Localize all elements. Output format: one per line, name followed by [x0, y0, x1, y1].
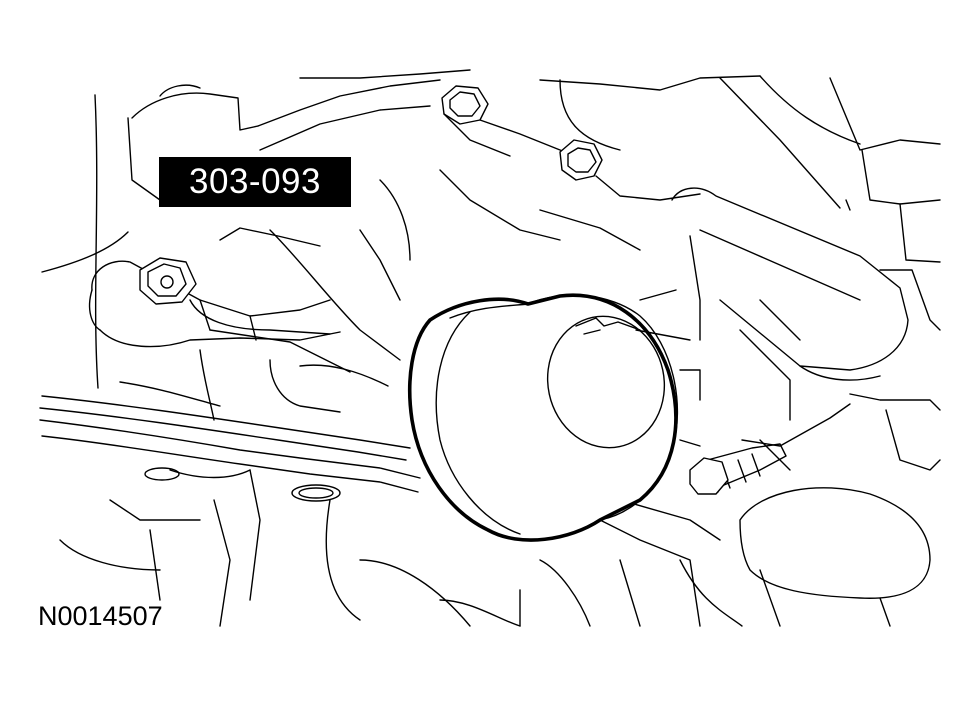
mounting-holes: [144, 467, 341, 502]
detail-lines: [359, 169, 701, 627]
tool-cylinder-icon: [407, 293, 679, 542]
upper-right-housing: [671, 187, 941, 471]
figure-id: N0014507: [38, 601, 163, 631]
tool-number-callout: 303-093: [159, 157, 351, 207]
fitting-hose: [689, 443, 931, 627]
bolt-icon: [559, 139, 701, 201]
bolt-icon: [139, 257, 197, 305]
engine-block-outline: [39, 69, 941, 627]
left-bracket: [88, 260, 341, 348]
